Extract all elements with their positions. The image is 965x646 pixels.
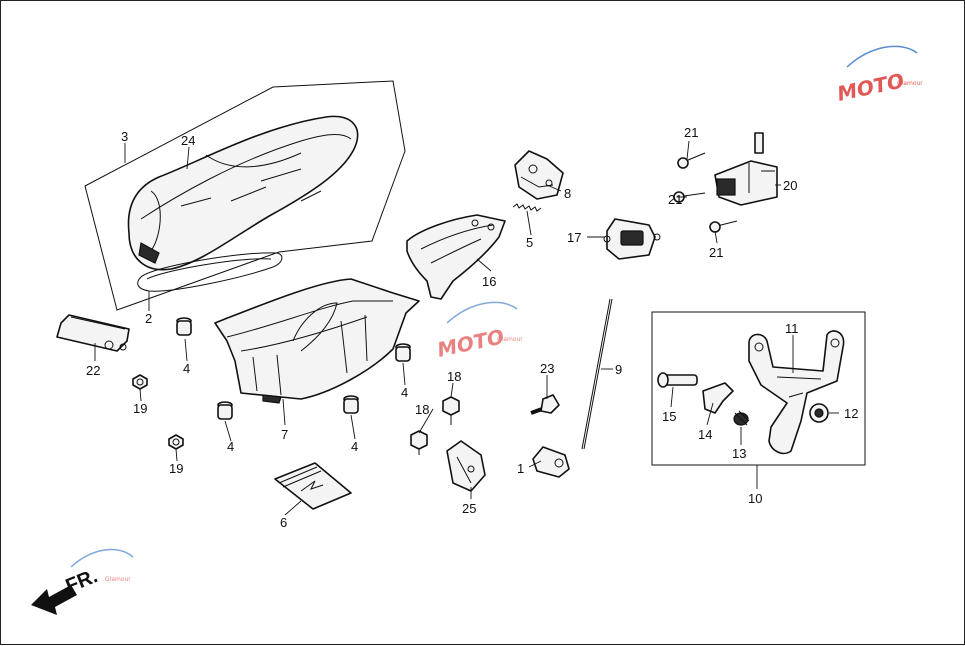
- part-label-24: 24: [181, 133, 195, 148]
- part-label-4: 4: [351, 439, 358, 454]
- owner-manual: [274, 462, 352, 510]
- leader-lines: [94, 140, 839, 516]
- seat-cable: [581, 298, 611, 450]
- washer: [809, 403, 829, 423]
- nut: [132, 374, 184, 450]
- hinge-pin: [657, 372, 698, 388]
- bolt: [530, 394, 560, 415]
- part-label-10: 10: [748, 491, 762, 506]
- svg-text:MOTO: MOTO: [435, 324, 506, 362]
- watermark-logo: MOTO Glamour: [435, 301, 523, 362]
- part-label-21: 21: [709, 245, 723, 260]
- seat-lock-actuator: [714, 132, 778, 206]
- helmet-box: [214, 278, 420, 404]
- seat-group-outline: [84, 80, 406, 311]
- torsion-spring: [733, 410, 750, 426]
- part-label-4: 4: [401, 385, 408, 400]
- part-label-4: 4: [227, 439, 234, 454]
- part-label-21: 21: [668, 192, 682, 207]
- part-label-22: 22: [86, 363, 100, 378]
- screw: [673, 152, 738, 233]
- spring: [512, 203, 542, 212]
- seat: [127, 115, 359, 271]
- part-label-14: 14: [698, 427, 712, 442]
- svg-text:FR.: FR.: [63, 565, 101, 597]
- part-label-6: 6: [280, 515, 287, 530]
- hook-assembly-box: [651, 311, 866, 466]
- part-label-20: 20: [783, 178, 797, 193]
- svg-text:Glamour: Glamour: [105, 576, 131, 583]
- part-label-13: 13: [732, 446, 746, 461]
- part-label-12: 12: [844, 406, 858, 421]
- cable-holder: [446, 440, 486, 492]
- watermark-logo: MOTO Glamour: [835, 45, 923, 106]
- part-label-5: 5: [526, 235, 533, 250]
- svg-text:Glamour: Glamour: [897, 80, 923, 87]
- part-label-19: 19: [133, 401, 147, 416]
- part-label-17: 17: [567, 230, 581, 245]
- part-label-8: 8: [564, 186, 571, 201]
- lock-bracket: [603, 218, 661, 260]
- svg-text:Glamour: Glamour: [497, 336, 523, 343]
- part-label-18: 18: [415, 402, 429, 417]
- part-label-11: 11: [785, 321, 799, 336]
- part-label-16: 16: [482, 274, 496, 289]
- part-label-2: 2: [145, 311, 152, 326]
- part-label-18: 18: [447, 369, 461, 384]
- svg-text:MOTO: MOTO: [835, 68, 906, 106]
- seat-latch: [514, 150, 564, 200]
- part-label-3: 3: [121, 129, 128, 144]
- watermark-logo: Glamour: [70, 548, 134, 583]
- part-label-4: 4: [183, 361, 190, 376]
- front-direction-marker: FR.: [31, 565, 101, 615]
- part-label-21: 21: [684, 125, 698, 140]
- helmet-hook-bracket: [748, 330, 845, 455]
- part-label-1: 1: [517, 461, 524, 476]
- part-label-15: 15: [662, 409, 676, 424]
- helmet-hook: [702, 382, 734, 414]
- part-label-9: 9: [615, 362, 622, 377]
- front-arrow-icon: [31, 585, 77, 615]
- part-label-25: 25: [462, 501, 476, 516]
- inner-cover: [406, 214, 506, 300]
- seat-gasket: [137, 252, 283, 292]
- seat-hinge: [56, 314, 130, 352]
- part-label-19: 19: [169, 461, 183, 476]
- part-label-7: 7: [281, 427, 288, 442]
- cable-clamp: [532, 446, 570, 478]
- rubber-bumper: [176, 317, 411, 420]
- part-label-23: 23: [540, 361, 554, 376]
